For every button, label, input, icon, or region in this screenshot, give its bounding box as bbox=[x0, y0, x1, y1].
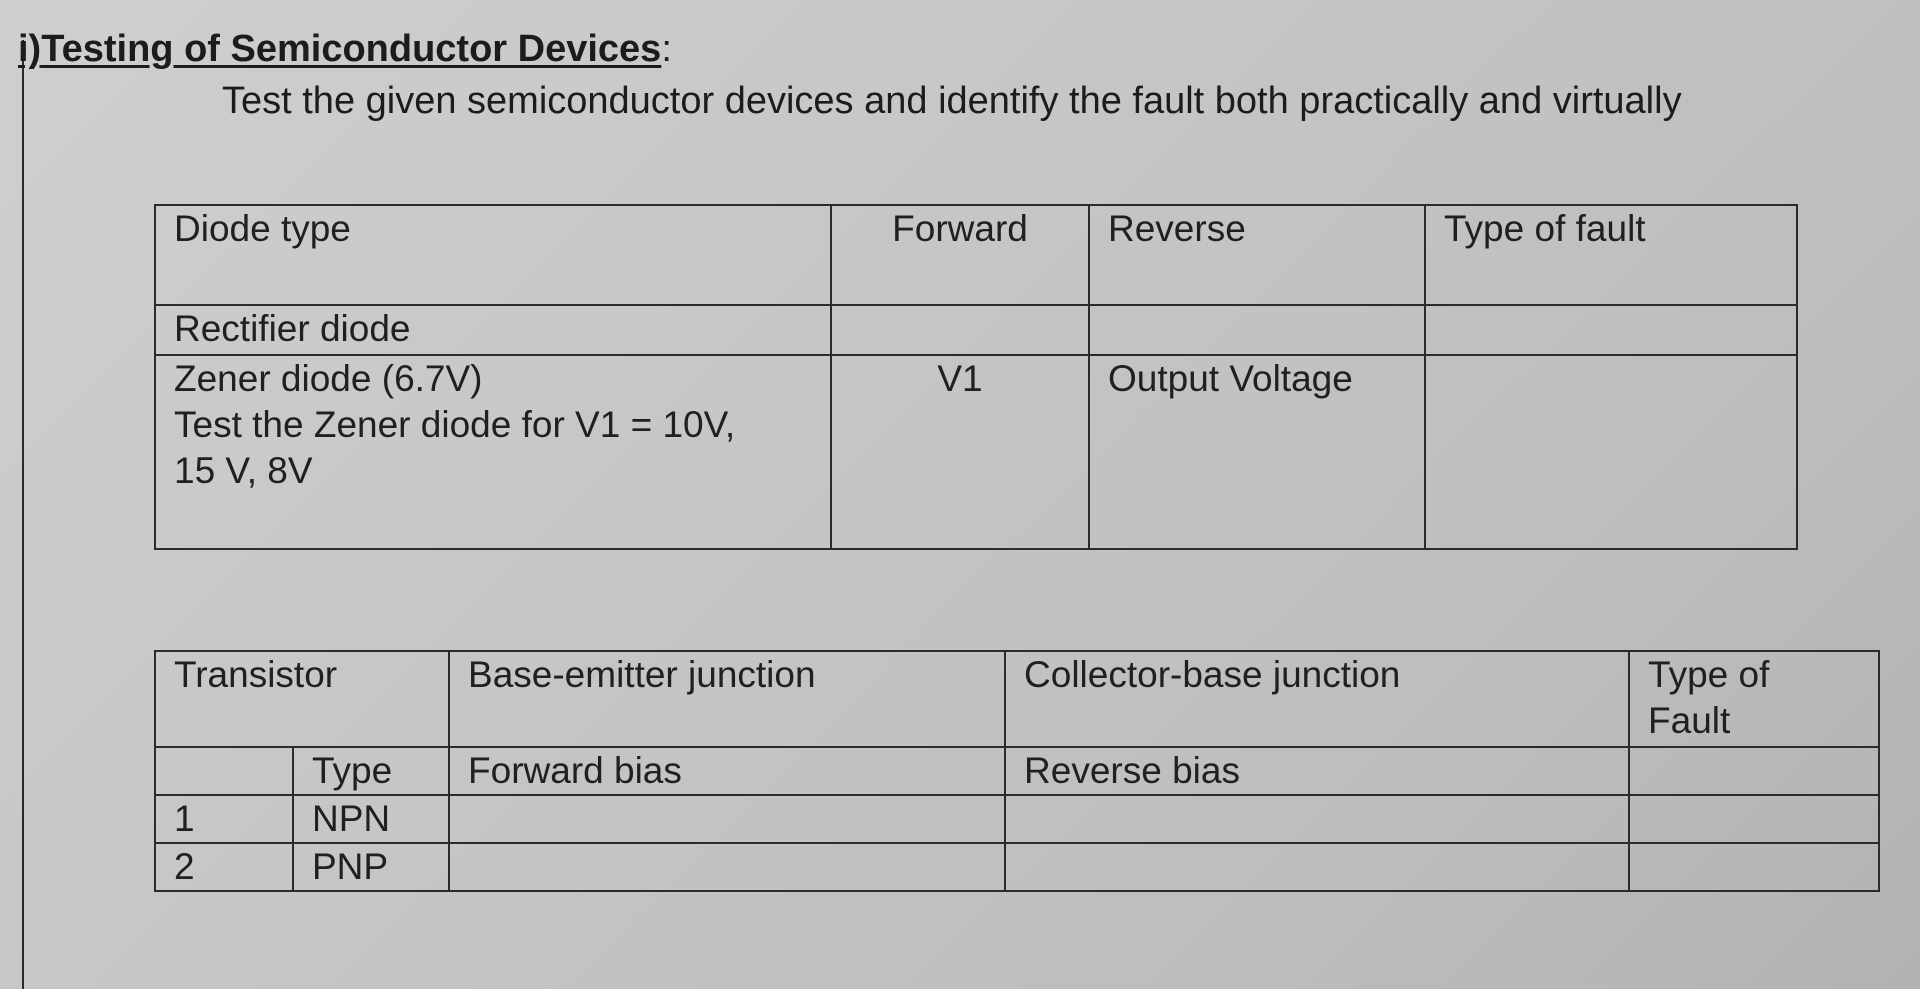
diode-header-row: Diode type Forward Reverse Type of fault bbox=[154, 204, 1798, 306]
subheader-fault bbox=[1628, 746, 1881, 796]
cell-rectifier-forward bbox=[830, 304, 1090, 356]
table-row: Rectifier diode bbox=[154, 304, 1798, 356]
header-transistor: Transistor bbox=[153, 650, 451, 748]
cell-zener-forward: V1 bbox=[830, 354, 1090, 550]
header-collector-base: Collector-base junction bbox=[1004, 650, 1631, 748]
header-forward: Forward bbox=[830, 204, 1090, 306]
left-margin-line bbox=[22, 40, 24, 989]
cell-zener-reverse: Output Voltage bbox=[1088, 354, 1426, 550]
section-heading: i)Testing of Semiconductor Devices: bbox=[18, 28, 672, 71]
cell-rectifier-fault bbox=[1424, 304, 1798, 356]
cell-rectifier-reverse bbox=[1088, 304, 1426, 356]
cell-zener-diode: Zener diode (6.7V) Test the Zener diode … bbox=[154, 354, 832, 550]
header-type-of-fault: Type of fault bbox=[1424, 204, 1798, 306]
transistor-table: Transistor Base-emitter junction Collect… bbox=[153, 650, 1881, 892]
subheader-reverse-bias: Reverse bias bbox=[1004, 746, 1631, 796]
subheader-type: Type bbox=[291, 746, 451, 796]
transistor-header-row: Transistor Base-emitter junction Collect… bbox=[153, 650, 1881, 748]
cell-zener-fault bbox=[1424, 354, 1798, 550]
cell-collector-base bbox=[1004, 794, 1631, 844]
section-title: Testing of Semiconductor Devices bbox=[41, 28, 662, 70]
cell-collector-base bbox=[1004, 842, 1631, 892]
cell-rectifier-diode: Rectifier diode bbox=[154, 304, 832, 356]
section-colon: : bbox=[661, 28, 672, 70]
table-row: 1 NPN bbox=[154, 794, 1881, 844]
cell-fault bbox=[1628, 794, 1881, 844]
header-base-emitter: Base-emitter junction bbox=[448, 650, 1007, 748]
cell-transistor-type: NPN bbox=[291, 794, 451, 844]
header-reverse: Reverse bbox=[1088, 204, 1426, 306]
table-row: 2 PNP bbox=[154, 842, 1881, 892]
cell-row-number: 1 bbox=[154, 794, 294, 844]
transistor-subheader-row: Type Forward bias Reverse bias bbox=[154, 746, 1881, 796]
cell-fault bbox=[1628, 842, 1881, 892]
cell-base-emitter bbox=[448, 842, 1007, 892]
diode-table: Diode type Forward Reverse Type of fault… bbox=[154, 204, 1798, 550]
subheader-forward-bias: Forward bias bbox=[448, 746, 1007, 796]
section-prefix: i) bbox=[18, 28, 42, 70]
cell-row-number: 2 bbox=[154, 842, 294, 892]
cell-transistor-type: PNP bbox=[291, 842, 451, 892]
header-type-of-fault: Type of Fault bbox=[1628, 650, 1881, 748]
cell-base-emitter bbox=[448, 794, 1007, 844]
header-diode-type: Diode type bbox=[154, 204, 832, 306]
subheader-blank bbox=[154, 746, 294, 796]
instruction-text: Test the given semiconductor devices and… bbox=[222, 80, 1682, 122]
table-row: Zener diode (6.7V) Test the Zener diode … bbox=[154, 354, 1798, 550]
